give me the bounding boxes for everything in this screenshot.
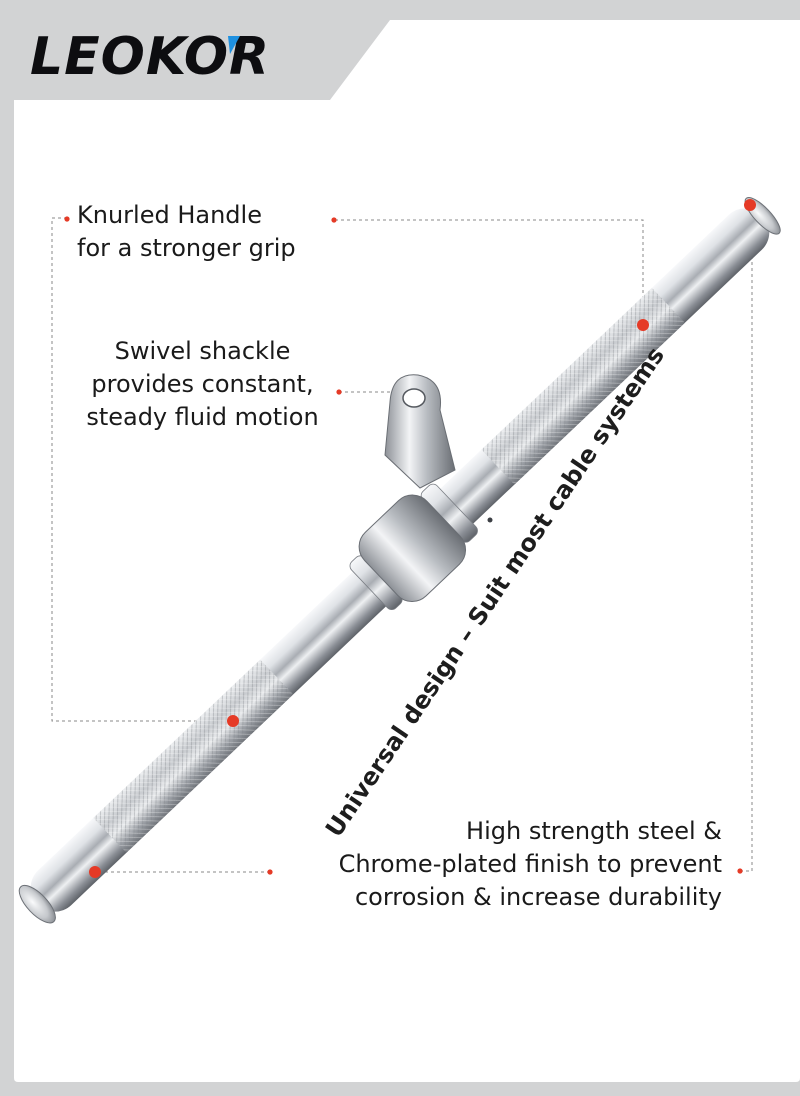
callout-knurled-handle: Knurled Handle for a stronger grip <box>77 199 296 265</box>
callout-knurled-line2: for a stronger grip <box>77 234 296 262</box>
callout-swivel-line1: Swivel shackle <box>114 337 291 365</box>
callout-strength-line1: High strength steel & <box>466 817 722 845</box>
callout-strength-line3: corrosion & increase durability <box>354 883 722 911</box>
callout-high-strength: High strength steel & Chrome-plated fini… <box>339 815 722 914</box>
brand-accent-icon <box>228 36 240 54</box>
callout-swivel-line2: provides constant, <box>91 370 314 398</box>
callout-dots <box>64 199 756 878</box>
callout-swivel-line3: steady fluid motion <box>86 403 319 431</box>
cable-bar <box>18 197 781 924</box>
callout-knurled-line1: Knurled Handle <box>77 201 262 229</box>
swivel-shackle-ear <box>384 374 493 523</box>
callout-strength-line2: Chrome-plated finish to prevent <box>338 850 722 878</box>
brand-logo-text: LEOKOR <box>30 27 270 82</box>
brand-logo: LEOKOR <box>30 27 270 82</box>
callout-swivel-shackle: Swivel shackle provides constant, steady… <box>70 335 335 434</box>
